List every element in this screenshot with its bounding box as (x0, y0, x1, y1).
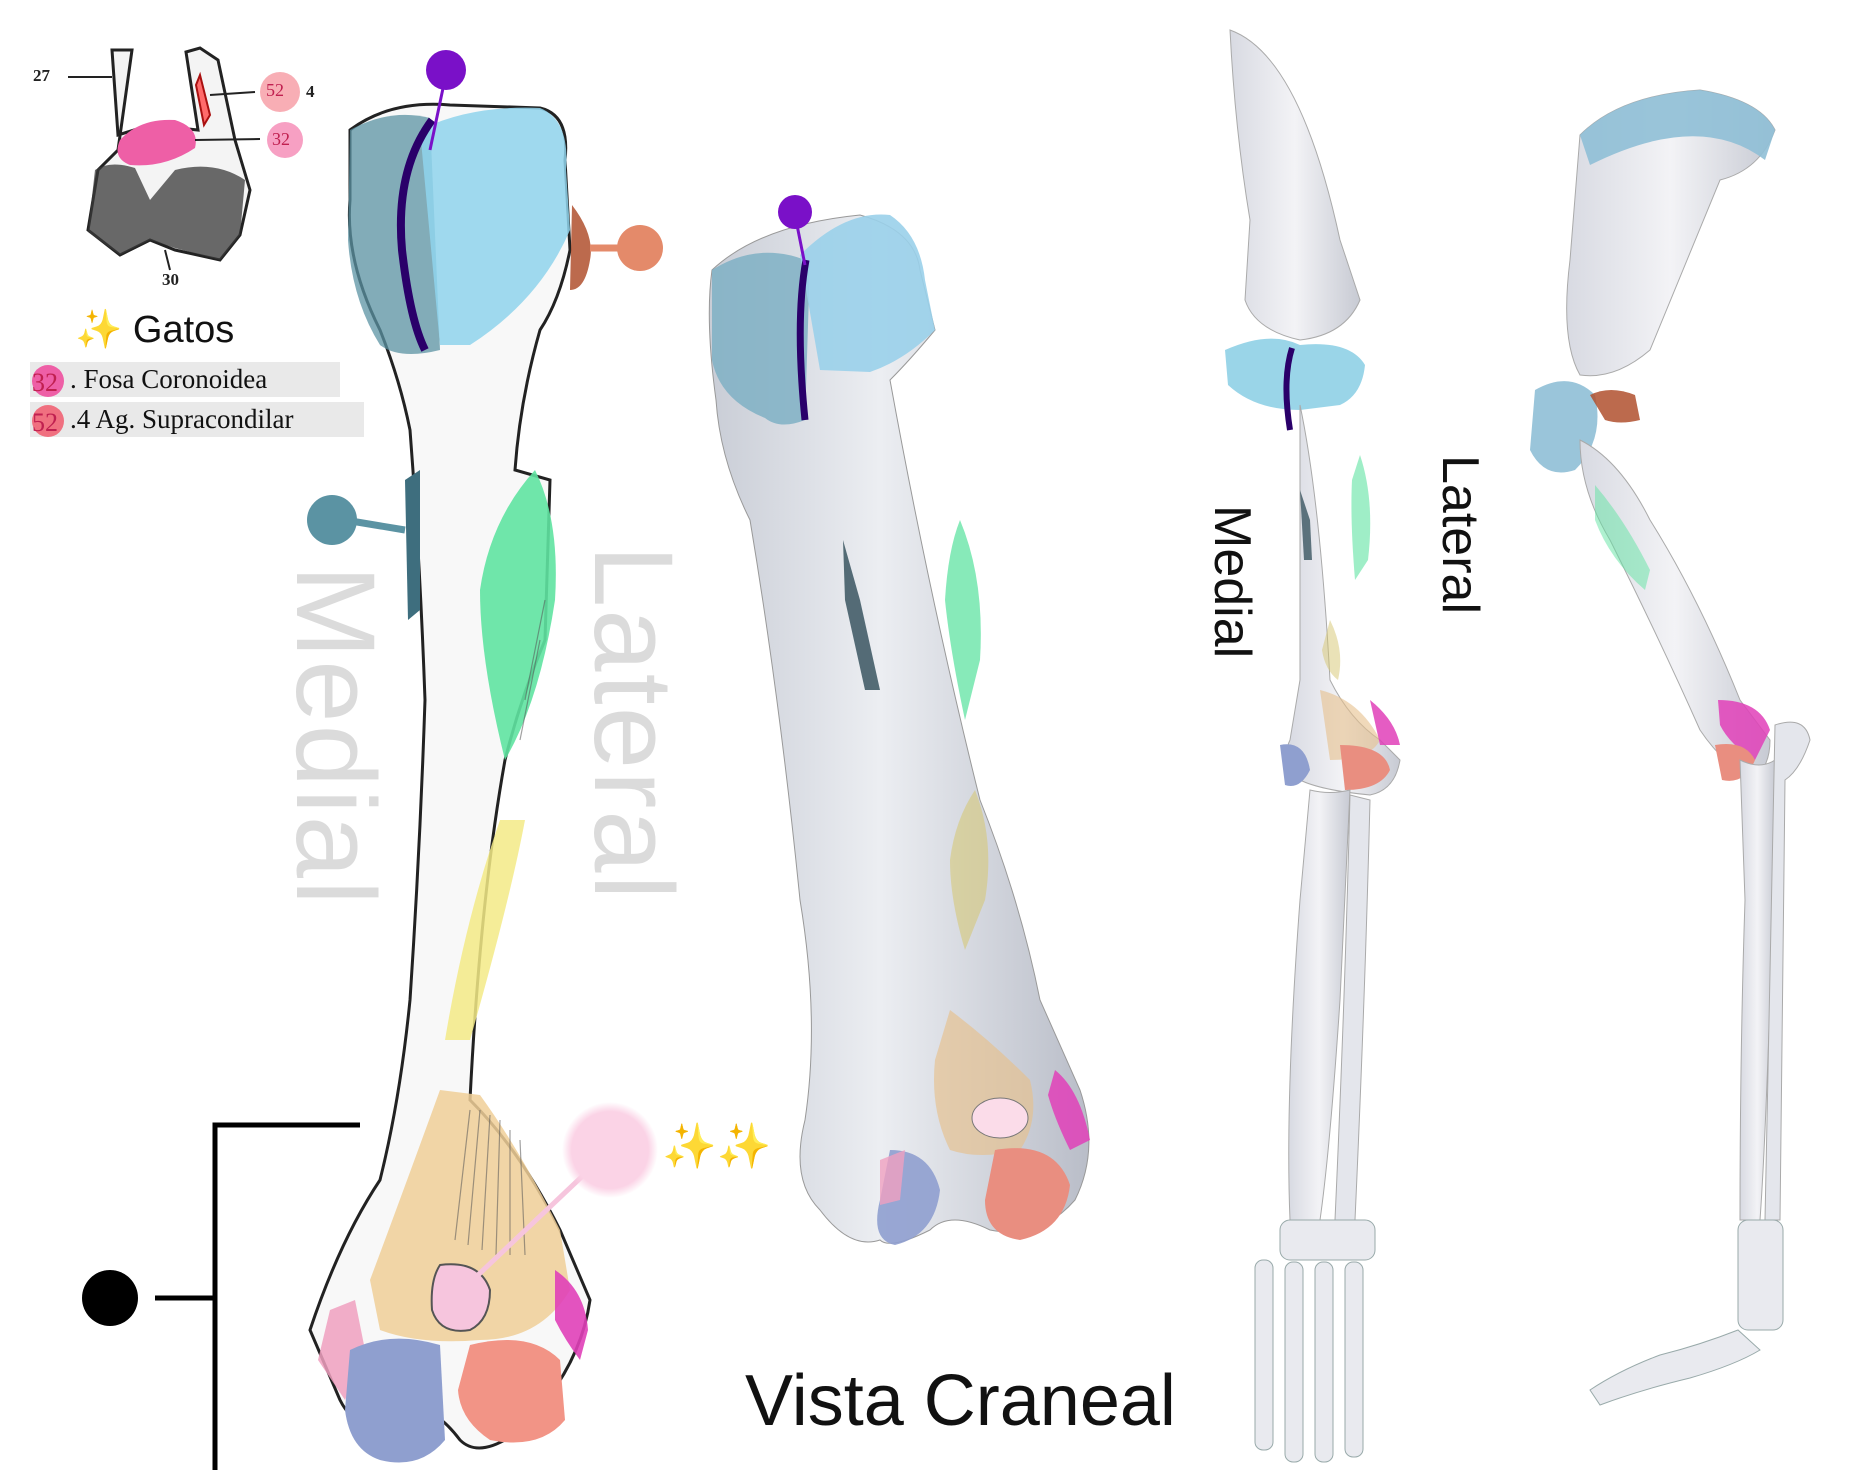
callout-line-32 (194, 138, 261, 141)
groove-medial (1283, 347, 1295, 431)
humerus-3d-medial-head (712, 252, 810, 425)
shaft-hatching (454, 599, 546, 1256)
legend-dot-32: 32 (32, 365, 64, 397)
forearm-lateral (1739, 759, 1776, 1221)
sparkles-icon: ✨ (75, 309, 123, 351)
olecranon-fossa-region (370, 1090, 570, 1342)
callout-line-52 (209, 91, 256, 96)
inset-coronoid-fossa (117, 119, 196, 166)
badge-32-dot (267, 122, 303, 158)
pink-pin-marker (562, 1102, 658, 1198)
tan-medial (1320, 690, 1380, 760)
forearm-medial (1288, 789, 1351, 1221)
callout-30: 30 (162, 270, 179, 289)
humerus-3d-foramen (971, 1097, 1029, 1139)
scapula-cartilage-lateral (1580, 90, 1775, 165)
legend-title-text: Gatos (132, 309, 235, 351)
medial-head-region (348, 114, 440, 354)
cat-humerus-inset (68, 46, 303, 271)
humerus-3d-yellow (950, 790, 989, 950)
ulna-lateral (1764, 721, 1811, 1221)
callout-4: 4 (306, 82, 315, 101)
green-lateral (1595, 485, 1650, 590)
lateral-epicondyle-region (555, 1270, 588, 1360)
teal-medial (1300, 490, 1312, 560)
teal-pin-marker (307, 495, 357, 545)
callout-line-30 (164, 249, 171, 271)
slate-medial (1280, 744, 1310, 786)
trochlea-region (345, 1338, 445, 1463)
inset-supracondylar-foramen (194, 71, 212, 128)
humerus-3d-magenta (1048, 1070, 1090, 1150)
inset-condyles (88, 164, 245, 260)
limb-label-lateral: Lateral (1431, 455, 1489, 614)
legend-row-52: 52 .4 Ag. Supracondilar (30, 402, 364, 437)
tubercle-lateral (1590, 390, 1640, 423)
humerus-3d-teal-crest (843, 540, 880, 690)
humerus-3d-groove (796, 259, 810, 421)
teal-crest-region (405, 470, 420, 620)
capitulum-region (458, 1340, 565, 1443)
legend-dot-52: 52 (32, 405, 64, 437)
greater-tubercle-region (420, 107, 570, 345)
legend-row-32: 32 . Fosa Coronoidea (30, 362, 340, 397)
purple-pin-marker (426, 50, 466, 90)
humerus-3d-deltoid (945, 520, 981, 720)
limb-label-medial: Medial (1203, 505, 1261, 659)
humerus-3d-outline (708, 214, 1090, 1244)
callout-32: 32 (272, 129, 290, 149)
ghost-label-medial: Medial (273, 565, 398, 907)
magenta-lateral (1718, 700, 1770, 760)
view-title: Vista Craneal (745, 1361, 1176, 1441)
deltoid-tuberosity-region (480, 470, 556, 760)
limb-medial-view (1225, 29, 1401, 1463)
black-dot-marker (82, 1270, 138, 1326)
legend-num-32: 32 (32, 368, 58, 397)
coral-medial (1340, 745, 1390, 790)
humerus-3d-pin-marker (778, 195, 812, 229)
main-humerus-drawing (82, 50, 663, 1470)
paw-medial (1254, 1219, 1376, 1463)
yellow-shaft-region (445, 820, 525, 1040)
magenta-medial (1370, 700, 1400, 745)
scapula-medial (1229, 29, 1361, 341)
humerus-3d-pink-edge (880, 1150, 905, 1205)
legend-text-52: .4 Ag. Supracondilar (70, 404, 294, 434)
shoulder-joint-medial (1225, 338, 1365, 410)
humerus-3d-model (708, 195, 1090, 1245)
legend-text-32: . Fosa Coronoidea (70, 364, 268, 394)
badge-52-dot (260, 72, 300, 112)
limb-lateral-view (1530, 89, 1811, 1406)
callout-52: 52 (266, 80, 284, 100)
humerus-3d-capitulum (985, 1148, 1070, 1240)
humerus-medial (1286, 404, 1401, 796)
legend-num-52: 52 (32, 408, 58, 437)
legend-title: ✨ Gatos (75, 308, 234, 352)
salmon-pin-marker (617, 225, 663, 271)
yellow-medial (1322, 620, 1341, 680)
paw-lateral (1589, 1219, 1784, 1406)
callout-27: 27 (33, 66, 50, 85)
ghost-label-lateral: Lateral (571, 545, 696, 902)
sparkles-marker-icon: ✨✨ (662, 1122, 772, 1171)
intertubercular-groove (396, 117, 436, 352)
humerus-outline (308, 102, 592, 1450)
lateral-tuberosity-region (570, 205, 591, 290)
green-medial (1351, 455, 1371, 580)
humerus-3d-greater-tubercle (800, 214, 935, 372)
